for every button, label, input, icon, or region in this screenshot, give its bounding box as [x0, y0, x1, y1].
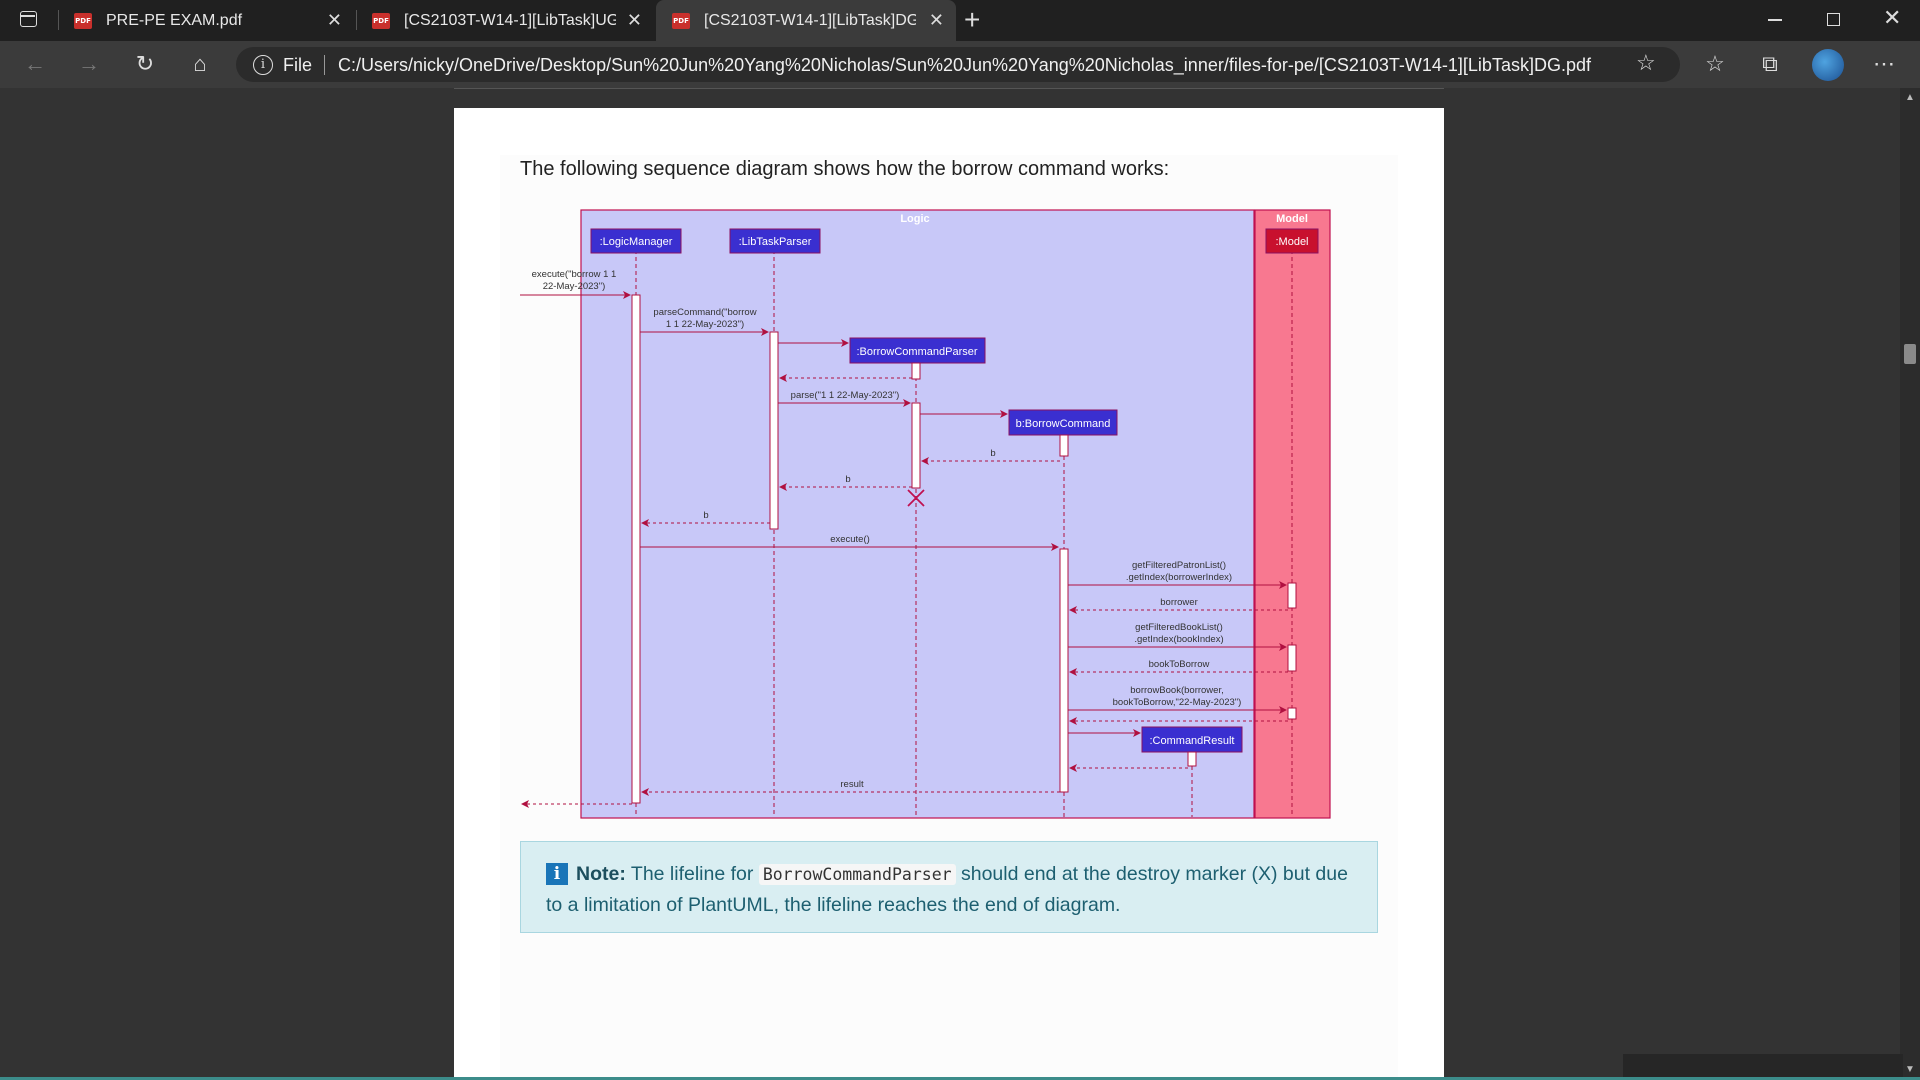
restore-icon[interactable]: [1827, 13, 1840, 26]
tab-pre-pe-exam[interactable]: PDF PRE-PE EXAM.pdf ✕: [58, 0, 354, 41]
tab-libtask-dg[interactable]: PDF [CS2103T-W14-1][LibTask]DG.pdf ✕: [656, 0, 956, 41]
pdf-icon: PDF: [672, 12, 690, 29]
participant-model-label: :Model: [1275, 236, 1308, 248]
favorites-icon[interactable]: ☆: [1705, 51, 1725, 76]
collections-icon[interactable]: ⧉: [1762, 51, 1778, 76]
msg-borrower: borrower: [1160, 597, 1198, 608]
navigation-bar: ← → ↻ ⌂ i File C:/Users/nicky/OneDrive/D…: [0, 41, 1920, 88]
info-icon[interactable]: i: [253, 55, 273, 75]
msg-get-book-line2: .getIndex(bookIndex): [1134, 634, 1223, 645]
msg-get-book-line1: getFilteredBookList(): [1135, 622, 1223, 633]
close-icon[interactable]: ✕: [928, 10, 944, 30]
msg-parse-command-line2: 1 1 22-May-2023"): [666, 319, 744, 330]
pdf-icon: PDF: [372, 12, 390, 29]
msg-execute-line1: execute("borrow 1 1: [532, 269, 617, 280]
participant-logic-manager-label: :LogicManager: [600, 236, 673, 248]
participant-command-result: [1141, 726, 1243, 753]
msg-return-b-2: b: [845, 474, 850, 485]
tab-label: [CS2103T-W14-1][LibTask]DG.pdf: [704, 11, 916, 29]
tab-label: PRE-PE EXAM.pdf: [106, 11, 243, 29]
close-icon[interactable]: ✕: [326, 10, 342, 30]
msg-return-b-1: b: [990, 448, 995, 459]
scroll-up-icon[interactable]: ▲: [1905, 92, 1915, 103]
note-label: Note:: [576, 863, 626, 885]
msg-book-to-borrow: bookToBorrow: [1149, 659, 1210, 670]
participant-borrow-command: [1008, 409, 1118, 436]
note-admonition: i Note: The lifeline for BorrowCommandPa…: [520, 841, 1378, 933]
close-icon[interactable]: ✕: [626, 10, 642, 30]
status-strip: [0, 1077, 1920, 1080]
address-bar[interactable]: i File C:/Users/nicky/OneDrive/Desktop/S…: [236, 47, 1680, 82]
destroy-marker: [907, 489, 925, 507]
note-text-after: should end at the destroy marker (X) but…: [546, 863, 1348, 916]
msg-get-patron-line1: getFilteredPatronList(): [1132, 560, 1226, 571]
participant-logic-manager: [590, 228, 682, 254]
participant-borrow-command-parser-label: :BorrowCommandParser: [856, 346, 977, 358]
logic-group-label: Logic: [900, 213, 929, 225]
forward-icon[interactable]: →: [78, 51, 100, 76]
vertical-scrollbar[interactable]: ▲ ▼: [1900, 88, 1920, 1080]
model-group-label: Model: [1276, 213, 1308, 225]
participant-borrow-command-label: b:BorrowCommand: [1016, 418, 1111, 430]
msg-return-b-3: b: [703, 510, 708, 521]
refresh-icon[interactable]: ↻: [135, 51, 155, 76]
participant-libtask-parser: [729, 228, 821, 254]
msg-parse-command-line1: parseCommand("borrow: [653, 307, 756, 318]
participant-libtask-parser-label: :LibTaskParser: [739, 236, 812, 248]
note-text: Note: The lifeline for BorrowCommandPars…: [546, 859, 1361, 920]
msg-borrow-book-line1: borrowBook(borrower,: [1130, 685, 1223, 696]
more-icon[interactable]: ⋯: [1873, 51, 1895, 76]
tab-label: [CS2103T-W14-1][LibTask]UG.pdf: [404, 11, 616, 29]
msg-execute-call: execute(): [830, 534, 870, 545]
profile-avatar[interactable]: [1812, 49, 1844, 81]
home-icon[interactable]: ⌂: [193, 51, 207, 76]
add-favorite-icon[interactable]: ☆: [1636, 50, 1656, 75]
tab-strip: PDF PRE-PE EXAM.pdf ✕ PDF [CS2103T-W14-1…: [0, 0, 1920, 41]
back-icon[interactable]: ←: [24, 51, 46, 76]
msg-execute-line2: 22-May-2023"): [543, 281, 606, 292]
participant-command-result-label: :CommandResult: [1150, 735, 1235, 747]
scrollbar-thumb[interactable]: [1904, 344, 1916, 364]
msg-borrow-book-line2: bookToBorrow,"22-May-2023"): [1113, 697, 1242, 708]
url-text[interactable]: C:/Users/nicky/OneDrive/Desktop/Sun%20Ju…: [338, 55, 1591, 75]
participant-borrow-command-parser: [849, 337, 986, 364]
scheme-label: File: [283, 55, 313, 75]
pdf-icon: PDF: [74, 12, 92, 29]
intro-text: The following sequence diagram shows how…: [520, 158, 1170, 180]
sequence-diagram: Logic Model :LogicManager :LibTaskParser…: [520, 209, 1331, 819]
info-icon: i: [546, 863, 568, 885]
msg-result: result: [840, 779, 864, 790]
minimize-icon[interactable]: [1768, 19, 1782, 21]
msg-parse: parse("1 1 22-May-2023"): [791, 390, 900, 401]
tab-libtask-ug[interactable]: PDF [CS2103T-W14-1][LibTask]UG.pdf ✕: [356, 0, 654, 41]
new-tab-icon[interactable]: +: [964, 4, 981, 35]
scroll-down-icon[interactable]: ▼: [1905, 1064, 1915, 1075]
msg-get-patron-line2: .getIndex(borrowerIndex): [1126, 572, 1232, 583]
note-code: BorrowCommandParser: [758, 864, 956, 885]
close-window-icon[interactable]: ✕: [1883, 5, 1902, 30]
note-text-before: The lifeline for: [630, 863, 754, 885]
tab-actions-icon[interactable]: [20, 11, 37, 27]
horizontal-scrollbar[interactable]: [1623, 1054, 1903, 1080]
logic-group: [580, 209, 1255, 819]
participant-model: [1265, 228, 1319, 254]
